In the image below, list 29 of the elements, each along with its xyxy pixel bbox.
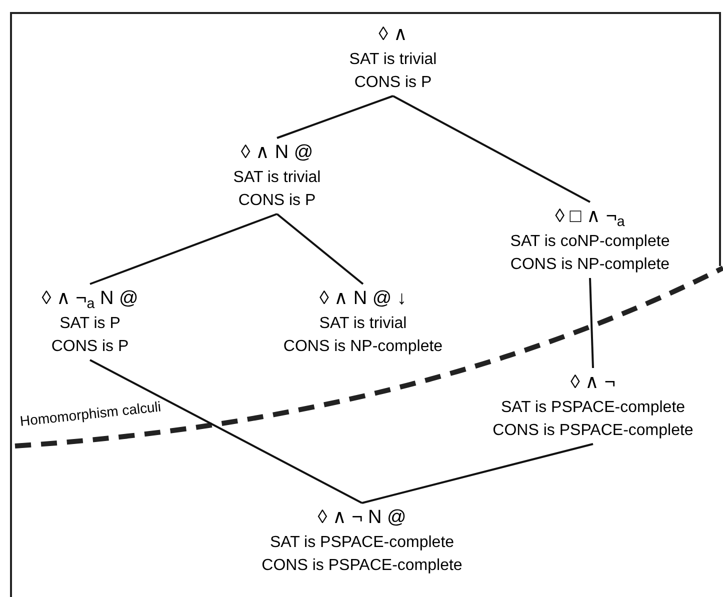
complexity-text: SAT is PSPACE-complete xyxy=(500,398,686,418)
logic-formula: ◊ ∧ xyxy=(378,23,408,47)
complexity-text: CONS is PSPACE-complete xyxy=(492,421,694,441)
logic-formula: ◊ ∧ N @ ↓ xyxy=(319,287,406,311)
connector-line xyxy=(90,213,278,285)
logic-formula: ◊ ∧ ¬ xyxy=(570,371,616,395)
complexity-text: CONS is P xyxy=(354,73,432,93)
connector-line xyxy=(392,95,590,203)
connector-line xyxy=(276,213,364,285)
complexity-text: SAT is P xyxy=(60,314,120,334)
connector-line xyxy=(90,359,362,504)
complexity-text: SAT is coNP-complete xyxy=(510,232,670,252)
logic-formula: ◊ ∧ ¬ N @ xyxy=(318,506,406,530)
complexity-text: SAT is trivial xyxy=(319,314,407,334)
logic-formula: ◊ ∧ N @ xyxy=(240,141,314,165)
complexity-text: SAT is trivial xyxy=(233,168,321,188)
connector-line xyxy=(276,95,394,139)
connector-line xyxy=(589,278,594,368)
logic-formula: ◊ ∧ ¬$_{a}$ N @ xyxy=(42,287,138,312)
complexity-text: CONS is P xyxy=(238,191,316,211)
complexity-text: CONS is NP-complete xyxy=(510,255,670,275)
complexity-text: SAT is trivial xyxy=(349,50,437,70)
region-label: Homomorphism calculi xyxy=(19,397,162,430)
complexity-text: CONS is P xyxy=(51,337,129,357)
connector-line xyxy=(362,443,594,504)
complexity-text: CONS is PSPACE-complete xyxy=(262,556,462,576)
logic-formula: ◊ □ ∧ ¬$_{a}$ xyxy=(555,205,625,230)
complexity-text: CONS is NP-complete xyxy=(283,337,443,357)
complexity-text: SAT is PSPACE-complete xyxy=(270,533,454,553)
